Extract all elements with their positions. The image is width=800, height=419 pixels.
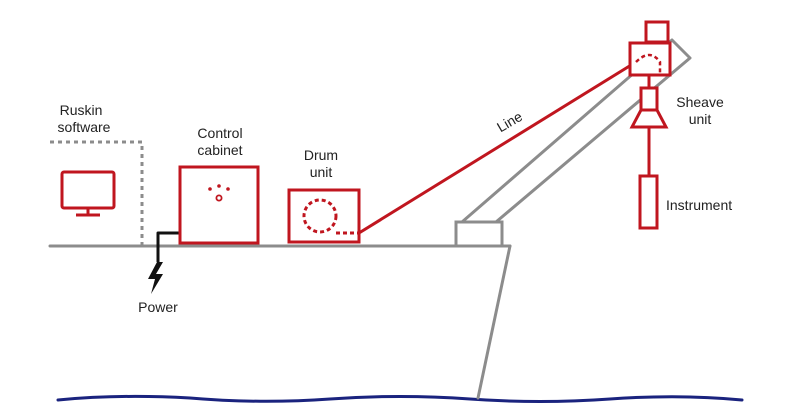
- instrument: [638, 174, 659, 230]
- label-line: Line: [494, 108, 525, 135]
- sheave-unit: [629, 75, 669, 129]
- label-power: Power: [138, 299, 178, 315]
- water-line: [56, 394, 744, 403]
- control-cabinet: [178, 165, 260, 245]
- label-control-line1: Control: [197, 125, 242, 141]
- crane-base: [454, 220, 504, 248]
- label-instrument: Instrument: [666, 197, 732, 213]
- label-ruskin-line1: Ruskin: [60, 102, 103, 118]
- line-over-sheave: [635, 53, 662, 75]
- label-ruskin-line2: software: [58, 119, 111, 135]
- drum-unit: [287, 188, 361, 244]
- boom-head-block: [628, 20, 672, 77]
- ship-hull: [48, 244, 512, 400]
- tow-line: [358, 60, 637, 235]
- ruskin-data-link: [50, 140, 144, 246]
- label-sheave-line2: unit: [689, 111, 712, 127]
- power-cable: [156, 231, 180, 262]
- label-sheave-line1: Sheave: [676, 94, 724, 110]
- lightning-bolt-icon: [148, 262, 163, 294]
- label-drum-line2: unit: [310, 164, 333, 180]
- crane-boom: [460, 38, 692, 224]
- label-control-line2: cabinet: [197, 142, 242, 158]
- label-drum-line1: Drum: [304, 147, 338, 163]
- monitor-icon: [60, 170, 116, 217]
